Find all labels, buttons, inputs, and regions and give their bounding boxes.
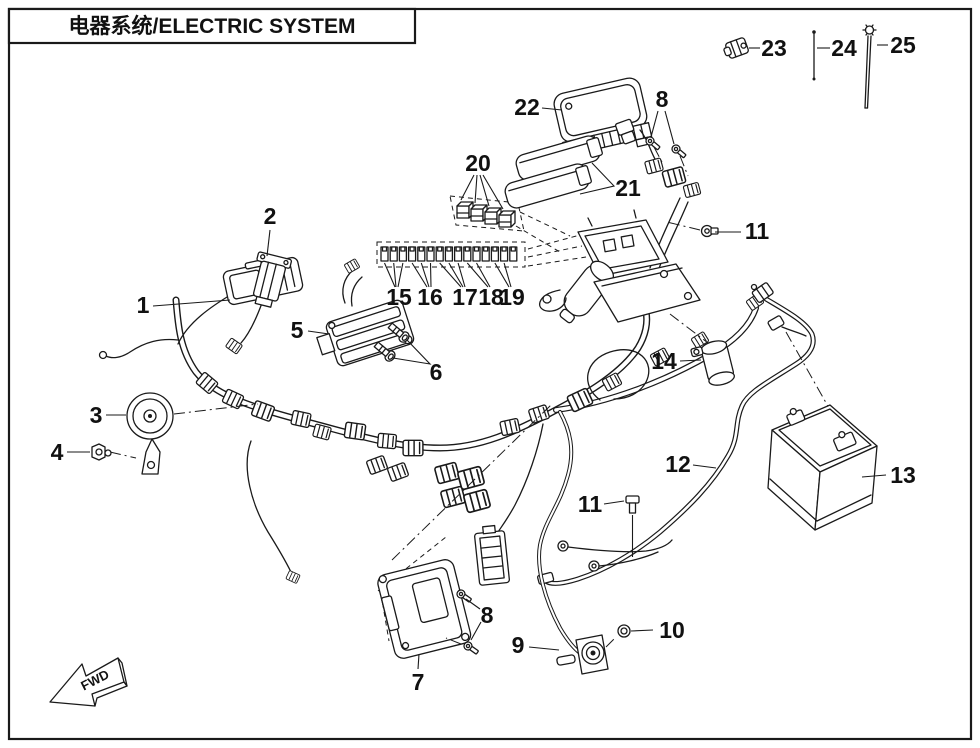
- svg-text:18: 18: [478, 284, 504, 310]
- svg-text:7: 7: [412, 669, 425, 695]
- title-box: 电器系统/ELECTRIC SYSTEM: [7, 7, 417, 45]
- svg-text:24: 24: [831, 35, 857, 61]
- callout-22: 22: [514, 94, 563, 120]
- fuse-strip: [377, 234, 587, 267]
- callout-17: 17: [439, 262, 478, 310]
- callout-6: 6: [392, 339, 443, 385]
- svg-text:8: 8: [481, 602, 494, 628]
- svg-text:14: 14: [651, 348, 677, 374]
- svg-text:5: 5: [291, 317, 304, 343]
- voltage-regulator: [313, 258, 415, 371]
- wire-clip: [722, 37, 749, 60]
- callout-23: 23: [749, 35, 787, 61]
- cable-tie-long: [863, 25, 876, 109]
- starter-relay-assembly: [540, 209, 700, 328]
- callout-19: 19: [494, 262, 525, 310]
- callout-10: 10: [630, 617, 685, 643]
- svg-text:1: 1: [137, 292, 150, 318]
- fwd-arrow: FWD: [50, 657, 128, 707]
- ecu-screws: [445, 587, 481, 657]
- flasher-relay: [669, 313, 736, 390]
- svg-text:22: 22: [514, 94, 540, 120]
- callout-16: 16: [411, 262, 443, 310]
- svg-text:19: 19: [499, 284, 525, 310]
- page-title: 电器系统/ELECTRIC SYSTEM: [68, 14, 355, 38]
- svg-text:2: 2: [264, 203, 277, 229]
- callout-3: 3: [90, 402, 126, 428]
- switch-nut: [618, 625, 630, 637]
- callout-14: 14: [651, 348, 702, 374]
- svg-text:25: 25: [890, 32, 916, 58]
- callout-24: 24: [817, 35, 857, 61]
- fuse-box: [552, 76, 655, 163]
- horn: [127, 393, 259, 474]
- power-socket: [224, 252, 291, 355]
- svg-text:20: 20: [465, 150, 491, 176]
- callout-21: 21: [579, 162, 641, 201]
- relay-group: [450, 196, 571, 253]
- callout-25: 25: [877, 32, 916, 58]
- svg-text:23: 23: [761, 35, 787, 61]
- callout-7: 7: [412, 653, 425, 695]
- harness-bolt-upper: [666, 221, 718, 237]
- cluster-screws: [643, 134, 689, 177]
- main-wiring-harness: [100, 292, 765, 585]
- callout-11-bottom: 11: [578, 491, 625, 517]
- svg-text:21: 21: [615, 175, 641, 201]
- callout-20: 20: [460, 150, 504, 210]
- page-border: [7, 7, 973, 741]
- svg-text:10: 10: [659, 617, 685, 643]
- callout-9: 9: [512, 632, 560, 658]
- callout-5: 5: [291, 317, 330, 343]
- callout-8-bottom: 8: [465, 598, 494, 641]
- battery: [768, 331, 877, 530]
- callout-12: 12: [665, 451, 717, 477]
- svg-text:15: 15: [386, 284, 412, 310]
- cable-tie-short: [812, 30, 816, 81]
- horn-nut: [92, 444, 137, 460]
- svg-text:6: 6: [430, 359, 443, 385]
- callout-13: 13: [861, 462, 916, 488]
- side-stand-switch-cable: [539, 412, 617, 674]
- svg-text:9: 9: [512, 632, 525, 658]
- harness-bolt-lower: [626, 496, 639, 557]
- fuse-box-covers: [503, 133, 604, 210]
- callout-2: 2: [264, 203, 277, 257]
- callout-11-top: 11: [715, 218, 769, 244]
- svg-text:12: 12: [665, 451, 691, 477]
- svg-text:8: 8: [656, 86, 669, 112]
- svg-text:16: 16: [417, 284, 443, 310]
- svg-text:13: 13: [890, 462, 916, 488]
- svg-text:11: 11: [745, 218, 770, 244]
- svg-text:3: 3: [90, 402, 103, 428]
- callout-18: 18: [466, 262, 504, 310]
- svg-text:4: 4: [51, 439, 64, 465]
- callout-4: 4: [51, 439, 90, 465]
- callout-1: 1: [137, 292, 231, 318]
- svg-text:11: 11: [578, 491, 603, 517]
- ecu: [376, 403, 553, 660]
- callout-15: 15: [383, 262, 412, 310]
- svg-text:17: 17: [452, 284, 478, 310]
- callout-8-top: 8: [650, 86, 675, 145]
